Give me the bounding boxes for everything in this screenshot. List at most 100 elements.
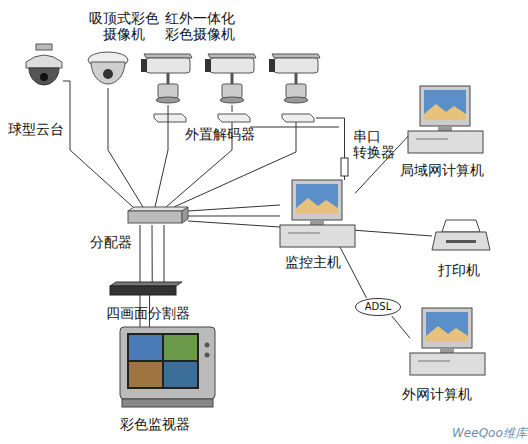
computer-icon-part [410, 353, 485, 375]
computer-icon [280, 180, 355, 247]
dome-camera-icon [26, 44, 62, 85]
wan-computer: 外网计算机 [410, 308, 485, 375]
device-label: 外置解码器 [185, 126, 265, 142]
ceiling-camera-icon-part [91, 62, 125, 84]
computer-icon-part [296, 198, 338, 214]
infrared-camera-group: 红外一体化 彩色摄像机 [146, 50, 318, 105]
infrared-camera-icon [205, 54, 256, 122]
computer-icon-part [292, 180, 342, 220]
computer-icon-part [408, 131, 483, 153]
printer-icon [432, 220, 490, 250]
cable-bundle-part [188, 221, 280, 227]
dome-camera-icon-part [29, 68, 59, 85]
signal-cable [316, 118, 345, 158]
infrared-camera-icon-part [286, 84, 306, 98]
infrared-camera-icon-part [210, 58, 254, 73]
distributor-icon [128, 207, 188, 223]
dome-camera-icon-part [26, 55, 62, 68]
infrared-camera-icon-part [220, 97, 244, 103]
infrared-camera-icon-part [141, 59, 147, 72]
color-monitor-icon-part [205, 343, 210, 348]
cable-bundle-part [140, 225, 141, 282]
color-monitor-icon-part [129, 335, 162, 360]
infrared-camera-icon-part [295, 73, 298, 84]
device-label: 彩色监视器 [120, 416, 200, 432]
dome-camera-icon-part [40, 73, 48, 81]
color-monitor-icon-part [129, 362, 162, 387]
cable-bundle-part [250, 127, 339, 128]
signal-cable [340, 247, 367, 298]
computer-icon-part [422, 308, 472, 348]
ellipse-outline [356, 299, 401, 316]
link-label: ADSL [355, 298, 401, 316]
serial-converter: 串口 转换器 [341, 158, 348, 176]
distributor-icon-part [128, 211, 182, 223]
color-monitor-icon-part [164, 335, 197, 360]
device-label: 局域网计算机 [400, 162, 490, 178]
computer-icon-part [288, 233, 320, 234]
infrared-camera-icon-part [154, 114, 186, 122]
infrared-camera-icon-part [156, 97, 180, 103]
ceiling-camera: 吸顶式彩色 摄像机 [88, 50, 128, 88]
computer-icon-part [426, 312, 468, 342]
infrared-camera-icon-part [269, 59, 275, 72]
computer-icon-part [310, 220, 324, 225]
computer-icon-part [420, 86, 470, 126]
infrared-camera-icon-part [231, 73, 234, 84]
device-label: 四画面分割器 [106, 305, 196, 321]
color-monitor: 彩色监视器 [120, 327, 215, 407]
printer-icon-part [442, 220, 480, 232]
cable-bundle-part [164, 225, 165, 282]
color-monitor-icon-part [127, 333, 199, 389]
device-label: 外网计算机 [402, 386, 482, 402]
distributor-icon-part [128, 207, 188, 211]
infrared-camera-icon [269, 54, 320, 122]
serial-converter-icon-part [341, 158, 348, 176]
signal-cable [355, 230, 432, 236]
computer-icon [408, 86, 483, 153]
infrared-camera-icon-part [167, 73, 170, 84]
color-monitor-icon-part [120, 327, 215, 399]
signal-cable [392, 316, 410, 338]
printer: 打印机 [432, 220, 490, 252]
serial-converter-icon [341, 158, 348, 176]
device-label: 分配器 [90, 234, 140, 250]
color-monitor-icon [120, 327, 215, 407]
infrared-camera-icon-part [205, 59, 211, 72]
signal-cable [108, 88, 143, 207]
cable-bundle-part [188, 205, 280, 211]
quad-splitter-icon [110, 282, 182, 295]
computer-icon-part [416, 139, 448, 140]
watermark: WeeQoo维库 [452, 425, 527, 442]
device-label: 红外一体化 彩色摄像机 [160, 10, 240, 42]
computer-icon-part [424, 104, 466, 120]
device-label: 串口 转换器 [353, 128, 399, 160]
adsl-link: ADSL [355, 298, 401, 316]
quad-splitter-icon-part [110, 286, 176, 295]
distributor-icon-part [182, 207, 188, 223]
infrared-camera-icon-part [284, 97, 308, 103]
decoder-group: 外置解码器 [152, 112, 316, 124]
computer-icon-part [280, 225, 355, 247]
lan-computer: 局域网计算机 [408, 86, 483, 153]
device-label: 吸顶式彩色 摄像机 [84, 10, 164, 42]
color-monitor-icon-part [122, 399, 213, 407]
infrared-camera-icon-part [222, 84, 242, 98]
monitoring-host: 监控主机 [280, 180, 355, 247]
device-label: 监控主机 [285, 254, 355, 270]
signal-cable [63, 81, 133, 207]
ceiling-camera-icon-part [103, 69, 113, 79]
printer-icon-part [432, 232, 490, 250]
video-distributor: 分配器 [128, 207, 188, 225]
infrared-camera-icon-part [282, 114, 314, 122]
computer-icon [410, 308, 485, 375]
infrared-camera-icon-part [218, 114, 250, 122]
device-label: 球型云台 [8, 121, 78, 137]
printer-icon-part [446, 240, 476, 243]
computer-icon-part [438, 126, 452, 131]
signal-cable [152, 225, 153, 282]
infrared-camera-icon-part [274, 58, 318, 73]
